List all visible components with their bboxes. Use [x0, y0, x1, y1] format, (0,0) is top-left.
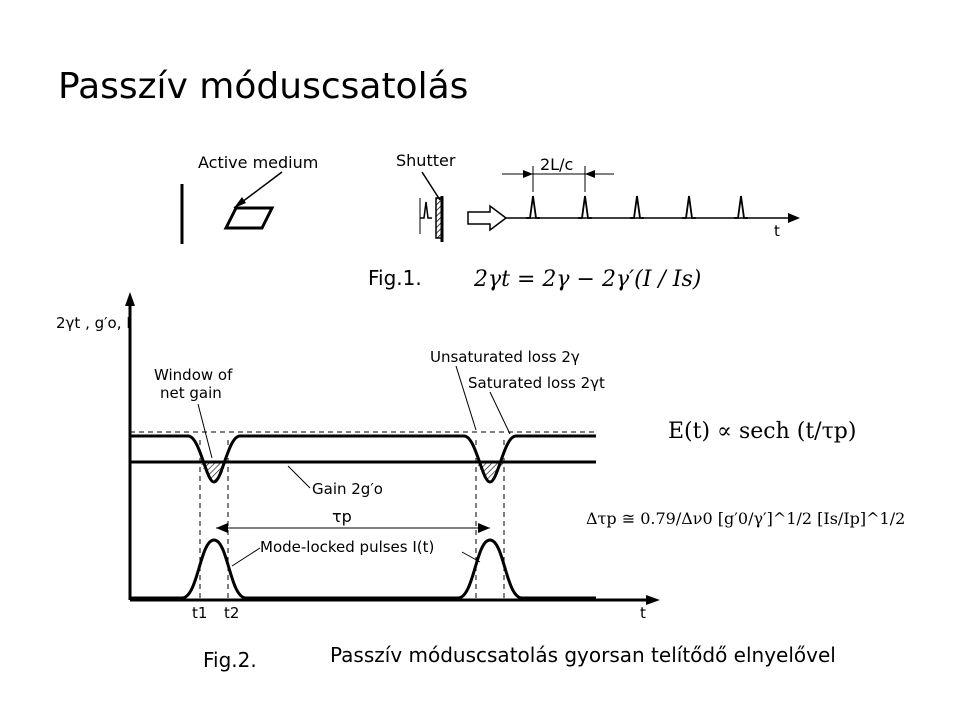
pulse-width-equation: Δτp ≅ 0.79/Δν0 [g′0/γ′]^1/2 [Is/Ip]^1/2	[586, 509, 905, 528]
saturated-loss-pointer	[489, 391, 511, 435]
window-label-line2: net gain	[160, 384, 222, 402]
pulses-pointer-1	[231, 547, 261, 567]
tau-p-label: τp	[332, 507, 352, 526]
net-gain-window-1	[200, 462, 228, 482]
fig2-mode-locking-graph: 2γt , g′o, I t τp Window of net gain Uns…	[56, 292, 660, 622]
pulses-label: Mode-locked pulses I(t)	[260, 538, 434, 556]
shutter-label: Shutter	[396, 151, 456, 170]
saturated-loss-label: Saturated loss 2γt	[468, 374, 605, 392]
y-axis-label: 2γt , g′o, I	[56, 314, 131, 332]
x-axis-label: t	[640, 604, 646, 622]
active-medium-arrowhead	[234, 197, 246, 208]
page-title: Passzív móduscsatolás	[58, 66, 469, 107]
active-medium	[223, 206, 275, 230]
unsaturated-loss-label: Unsaturated loss 2γ	[430, 348, 580, 366]
pulse-train-axis-arrowhead	[788, 213, 800, 223]
t2-label: t2	[224, 604, 239, 622]
gamma-equation: 2γt = 2γ − 2γ′(I / Is)	[473, 267, 701, 292]
sech-equation-text: E(t) ∝ sech (t/τp)	[668, 419, 856, 444]
tau-p-arrowhead-left	[216, 523, 228, 533]
period-arrowhead-left	[523, 170, 533, 178]
t1-label: t1	[192, 604, 207, 622]
x-axis-arrowhead	[646, 595, 660, 605]
pulse-5	[734, 195, 748, 219]
window-pointer	[197, 403, 213, 459]
window-label-line1: Window of	[154, 366, 233, 384]
pulse-width-equation-text: Δτp ≅ 0.79/Δν0 [g′0/γ′]^1/2 [Is/Ip]^1/2	[586, 509, 905, 528]
unsaturated-loss-pointer	[455, 365, 477, 431]
gain-label: Gain 2g′o	[312, 480, 383, 498]
mode-locked-pulses-curve	[130, 538, 596, 600]
intracavity-pulse	[420, 201, 432, 219]
pulse-train-time-label: t	[774, 222, 780, 240]
period-arrowhead-right	[585, 170, 595, 178]
pulses-pointer-2	[461, 551, 481, 563]
active-medium-label: Active medium	[198, 153, 318, 172]
bottom-caption: Passzív móduscsatolás gyorsan telítődő e…	[330, 643, 836, 667]
period-label: 2L/c	[540, 155, 573, 174]
fig2-caption: Fig.2.	[203, 648, 257, 672]
tau-p-arrowhead-right	[478, 523, 490, 533]
fig1-laser-schematic: Active medium Shutter t 2L/c	[180, 151, 800, 244]
pulse-1	[526, 195, 540, 219]
gamma-equation-text: 2γt = 2γ − 2γ′(I / Is)	[473, 267, 701, 292]
output-arrow	[467, 204, 508, 232]
pulse-4	[682, 195, 696, 219]
shutter-pointer	[421, 171, 441, 201]
net-gain-window-2	[476, 462, 504, 482]
fig1-caption: Fig.1.	[368, 266, 422, 290]
saturated-loss-curve	[130, 434, 596, 484]
pulse-2	[578, 195, 592, 219]
sech-equation: E(t) ∝ sech (t/τp)	[668, 419, 856, 444]
pulse-3	[630, 195, 644, 219]
y-axis-arrowhead	[125, 292, 135, 306]
gain-pointer	[287, 465, 311, 489]
